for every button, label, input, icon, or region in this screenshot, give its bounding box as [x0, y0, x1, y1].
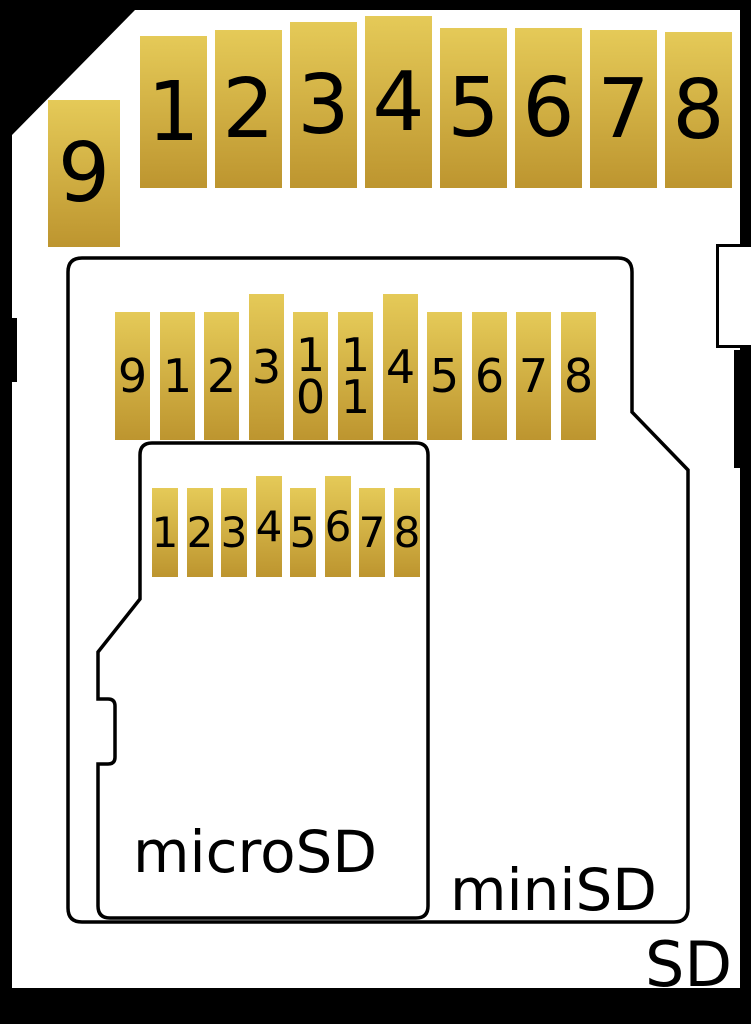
left-edge-notch: [0, 318, 17, 382]
microsd-pin-7: 7: [359, 488, 385, 577]
microsd-pin-6-label: 6: [324, 502, 352, 551]
sd-pin-9: 9: [48, 100, 120, 247]
microsd-pin-4-label: 4: [255, 502, 283, 551]
microsd-pin-8-label: 8: [393, 508, 421, 557]
write-protect-slot: [734, 350, 751, 468]
minisd-pin-2: 2: [204, 312, 239, 440]
sd-card-label: SD: [645, 928, 733, 1001]
minisd-pin-8: 8: [561, 312, 596, 440]
sd-pin-9-label: 9: [57, 126, 111, 221]
minisd-pin-7: 7: [516, 312, 551, 440]
microsd-pin-1-label: 1: [151, 508, 179, 557]
microsd-pin-1: 1: [152, 488, 178, 577]
sd-pin-2-label: 2: [222, 61, 275, 157]
sd-pin-8-label: 8: [672, 62, 725, 158]
minisd-pin-4: 4: [383, 294, 418, 440]
sd-pin-5-label: 5: [447, 60, 500, 156]
minisd-pin-1: 1: [160, 312, 195, 440]
minisd-pin-3-label: 3: [251, 339, 282, 394]
minisd-pin-3: 3: [249, 294, 284, 440]
sd-pin-3: 3: [290, 22, 357, 188]
minisd-pin-7-label: 7: [518, 348, 549, 403]
minisd-pin-5: 5: [427, 312, 462, 440]
microsd-card-outline: [96, 441, 430, 920]
minisd-pin-1-label: 1: [162, 348, 193, 403]
minisd-pin-10: 1 0: [293, 312, 328, 440]
sd-pin-6-label: 6: [522, 60, 575, 156]
write-protect-switch: [716, 244, 751, 348]
sd-pin-5: 5: [440, 28, 507, 188]
minisd-pin-11: 1 1: [338, 312, 373, 440]
minisd-pin-6-label: 6: [474, 348, 505, 403]
minisd-pin-11-label: 1 1: [340, 327, 371, 424]
microsd-pin-7-label: 7: [358, 508, 386, 557]
minisd-pin-10-label: 1 0: [295, 327, 326, 424]
minisd-pin-6: 6: [472, 312, 507, 440]
sd-pin-7: 7: [590, 30, 657, 188]
microsd-pin-5-label: 5: [289, 508, 317, 557]
microsd-pin-3-label: 3: [220, 508, 248, 557]
minisd-pin-8-label: 8: [563, 348, 594, 403]
microsd-pin-5: 5: [290, 488, 316, 577]
minisd-pin-9-label: 9: [117, 348, 148, 403]
microsd-pin-4: 4: [256, 476, 282, 577]
sd-pin-3-label: 3: [297, 57, 350, 153]
sd-pin-4-label: 4: [372, 54, 425, 150]
sd-pin-8: 8: [665, 32, 732, 188]
sd-pin-1: 1: [140, 36, 207, 188]
sd-pin-1-label: 1: [147, 64, 200, 160]
minisd-pin-2-label: 2: [206, 348, 237, 403]
microsd-pin-6: 6: [325, 476, 351, 577]
sd-pin-6: 6: [515, 28, 582, 188]
microsd-card-label: microSD: [133, 818, 378, 886]
sd-pin-2: 2: [215, 30, 282, 188]
sd-pin-7-label: 7: [597, 61, 650, 157]
minisd-pin-5-label: 5: [429, 348, 460, 403]
minisd-card-label: miniSD: [450, 856, 657, 924]
microsd-pin-2: 2: [187, 488, 213, 577]
minisd-card-outline: [66, 256, 690, 924]
sd-pin-4: 4: [365, 16, 432, 188]
microsd-pin-3: 3: [221, 488, 247, 577]
microsd-pin-2-label: 2: [186, 508, 214, 557]
microsd-pin-8: 8: [394, 488, 420, 577]
minisd-pin-9: 9: [115, 312, 150, 440]
minisd-pin-4-label: 4: [385, 339, 416, 394]
